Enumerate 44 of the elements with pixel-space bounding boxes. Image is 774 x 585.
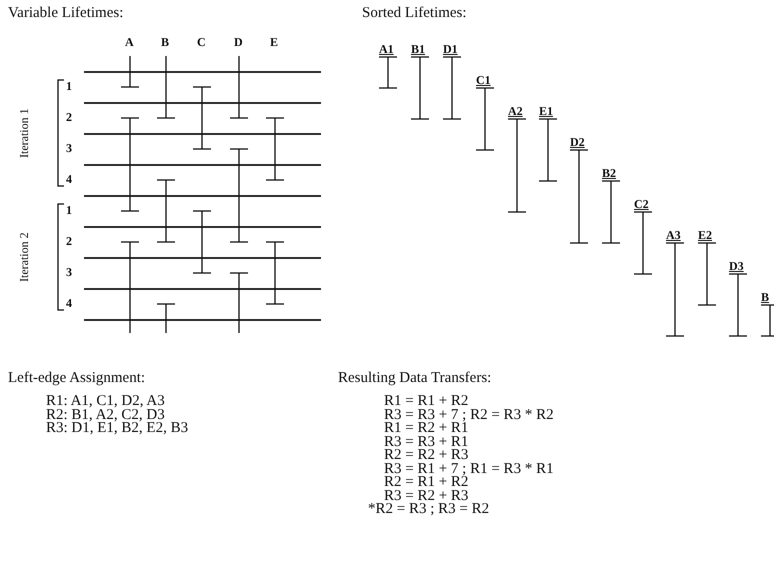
row-label: 2: [66, 235, 72, 247]
text-line: R3: D1, E1, B2, E2, B3: [46, 421, 188, 436]
section-heading: Left-edge Assignment:: [8, 371, 146, 386]
text-line: R2: B1, A2, C2, D3: [46, 408, 165, 422]
bar-label: E1: [539, 105, 554, 117]
axis-label: Iteration 2: [18, 232, 30, 282]
section-heading: Resulting Data Transfers:: [338, 371, 492, 386]
code-line: R2 = R1 + R2: [384, 475, 468, 490]
column-label: E: [270, 36, 278, 48]
bar-label: B1: [411, 43, 426, 55]
code-line: R3 = R2 + R3: [384, 488, 468, 504]
row-label: 3: [66, 266, 72, 278]
code-line: R1 = R1 + R2: [384, 394, 468, 409]
bar-label: D3: [729, 260, 744, 272]
row-label: 3: [66, 142, 72, 154]
section-heading: Sorted Lifetimes:: [362, 6, 467, 21]
row-label: 2: [66, 111, 72, 123]
code-line: R3 = R1 + 7 ; R1 = R3 * R1: [384, 462, 554, 476]
bar-label: A1: [379, 43, 394, 55]
row-label: 4: [66, 297, 72, 309]
axis-label: Iteration 1: [18, 108, 30, 158]
column-label: D: [234, 36, 243, 48]
bar-label: C1: [476, 74, 491, 86]
code-line: *R2 = R3 ; R3 = R2: [368, 502, 490, 517]
bar-label: B: [761, 291, 770, 303]
column-label: C: [197, 36, 206, 48]
column-label: A: [125, 36, 134, 48]
row-label: 1: [66, 204, 72, 216]
row-label: 1: [66, 80, 72, 92]
bar-label: B2: [602, 167, 616, 179]
text-line: R1: A1, C1, D2, A3: [46, 394, 165, 409]
code-line: R3 = R3 + 7 ; R2 = R3 * R2: [384, 408, 554, 422]
row-label: 4: [66, 173, 72, 185]
bar-label: D1: [443, 43, 458, 55]
section-heading: Variable Lifetimes:: [8, 6, 124, 21]
bar-label: D2: [570, 136, 585, 148]
code-line: R2 = R2 + R3: [384, 448, 468, 463]
code-line: R3 = R3 + R1: [384, 434, 468, 450]
column-label: B: [161, 36, 170, 48]
bar-label: E2: [698, 229, 712, 241]
code-line: R1 = R2 + R1: [384, 421, 468, 436]
bar-label: A3: [666, 229, 681, 241]
bar-label: C2: [634, 198, 649, 210]
bar-label: A2: [508, 105, 523, 117]
